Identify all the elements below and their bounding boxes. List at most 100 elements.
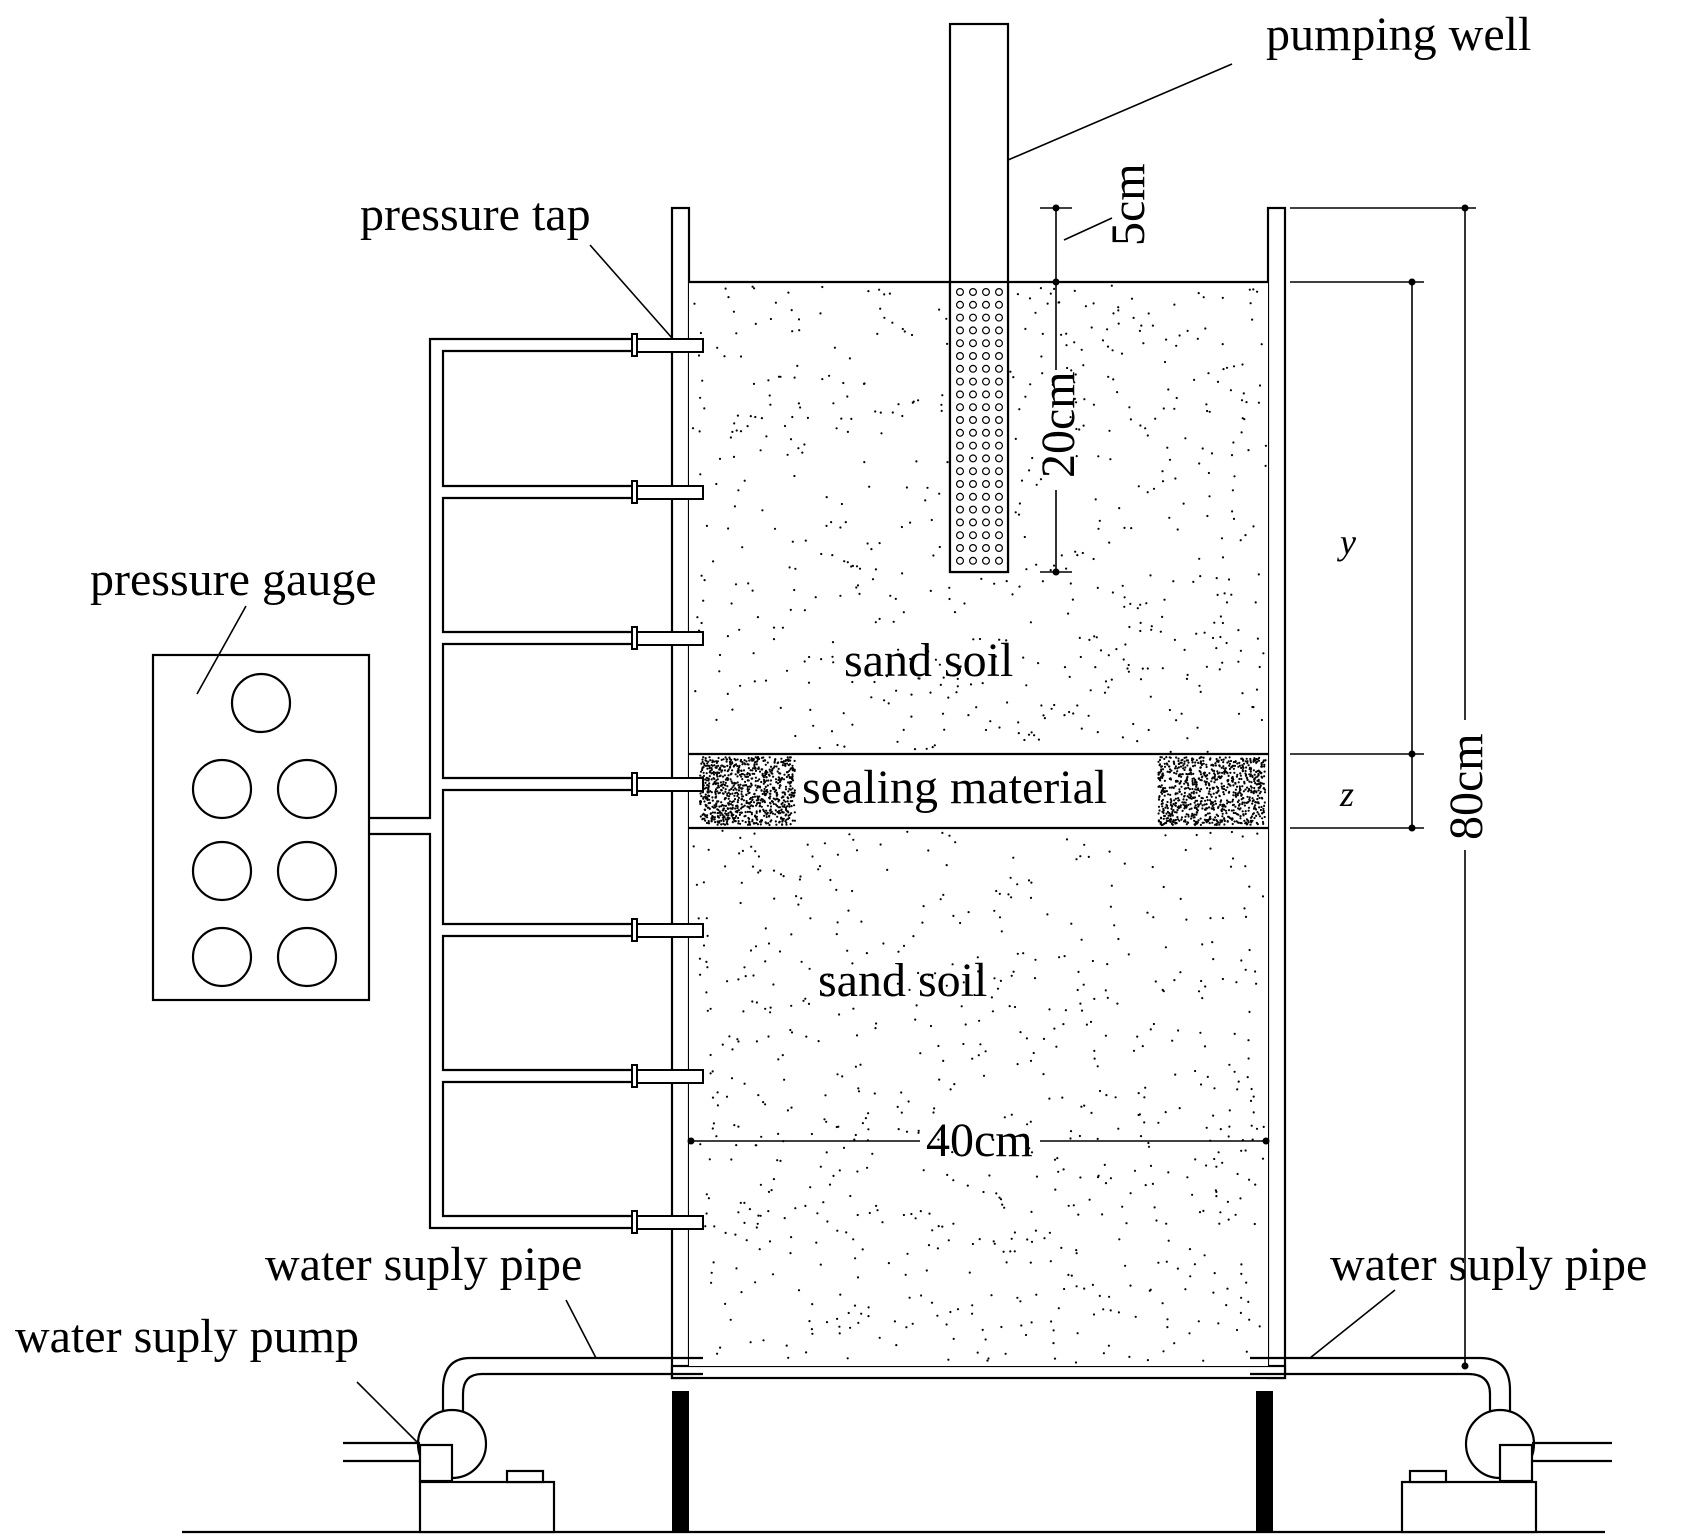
seal-dot bbox=[1244, 788, 1247, 791]
seal-dot bbox=[1177, 807, 1180, 810]
perforation-hole bbox=[994, 467, 1003, 476]
seal-dot bbox=[723, 816, 726, 819]
sand-dot bbox=[1117, 306, 1120, 309]
sand-dot bbox=[905, 486, 909, 489]
well-screen bbox=[948, 280, 1010, 574]
seal-dot bbox=[765, 776, 768, 779]
seal-dot bbox=[701, 813, 704, 817]
seal-dot bbox=[730, 788, 733, 791]
seal-dot bbox=[741, 763, 744, 766]
sand-dot bbox=[866, 542, 869, 545]
sand-dot bbox=[1203, 631, 1206, 634]
sand-dot bbox=[719, 1346, 722, 1349]
seal-dot bbox=[1250, 815, 1253, 818]
sand-dot bbox=[734, 1233, 737, 1236]
sand-dot bbox=[1091, 959, 1094, 963]
sand-dot bbox=[1240, 1296, 1243, 1299]
seal-dot bbox=[758, 810, 762, 813]
sand-dot bbox=[790, 309, 793, 312]
sand-dot bbox=[1199, 1083, 1203, 1086]
seal-dot bbox=[1163, 779, 1166, 783]
sand-dot bbox=[1249, 302, 1252, 305]
sand-dot bbox=[874, 568, 878, 571]
seal-dot bbox=[709, 812, 712, 816]
sand-dot bbox=[1088, 1198, 1091, 1201]
sand-dot bbox=[836, 1073, 839, 1076]
sand-dot bbox=[786, 1109, 790, 1112]
seal-dot bbox=[753, 795, 757, 798]
sand-dot bbox=[790, 1106, 793, 1109]
sand-dot bbox=[1241, 417, 1244, 420]
seal-dot bbox=[734, 773, 737, 776]
seal-dot bbox=[753, 763, 756, 766]
seal-dot bbox=[734, 820, 737, 823]
seal-dot bbox=[1160, 791, 1163, 794]
seal-dot bbox=[1183, 801, 1186, 804]
sand-dot bbox=[1173, 303, 1176, 306]
sand-dot bbox=[1165, 1222, 1168, 1225]
seal-dot bbox=[1249, 759, 1252, 762]
sand-dot bbox=[1069, 1137, 1072, 1140]
seal-dot bbox=[791, 773, 794, 776]
tap-fitting-5 bbox=[631, 918, 638, 942]
sand-dot bbox=[1092, 1313, 1096, 1316]
sand-dot bbox=[1030, 881, 1033, 884]
sand-dot bbox=[769, 403, 772, 406]
seal-dot bbox=[756, 779, 759, 782]
seal-dot bbox=[1246, 795, 1249, 798]
sand-dot bbox=[798, 878, 802, 881]
sand-dot bbox=[1144, 1184, 1147, 1187]
sand-dot bbox=[799, 406, 802, 409]
sand-dot bbox=[1250, 1124, 1253, 1127]
sand-dot bbox=[1069, 582, 1072, 585]
seal-dot bbox=[1222, 767, 1225, 770]
sand-dot bbox=[941, 712, 945, 715]
seal-dot bbox=[745, 760, 748, 763]
seal-dot bbox=[731, 762, 734, 765]
sand-dot bbox=[1221, 556, 1225, 559]
seal-dot bbox=[724, 804, 728, 808]
perforation-hole bbox=[955, 518, 964, 527]
seal-dot bbox=[784, 785, 788, 788]
seal-dot bbox=[1248, 789, 1251, 792]
seal-dot bbox=[1218, 795, 1221, 798]
sand-dot bbox=[1025, 568, 1028, 571]
seal-dot bbox=[722, 809, 725, 812]
sand-dot bbox=[1117, 1311, 1120, 1314]
sand-dot bbox=[1088, 638, 1091, 642]
seal-dot bbox=[1234, 812, 1237, 815]
seal-dot bbox=[1158, 771, 1161, 774]
sand-dot bbox=[1198, 1211, 1202, 1214]
sand-dot bbox=[1226, 1200, 1229, 1203]
seal-dot bbox=[1160, 770, 1163, 773]
seal-dot bbox=[1215, 785, 1218, 788]
sand-dot bbox=[945, 864, 948, 867]
sand-dot bbox=[1014, 437, 1017, 440]
seal-dot bbox=[734, 759, 737, 762]
sand-dot bbox=[797, 402, 801, 405]
sand-dot bbox=[1067, 1204, 1070, 1207]
seal-dot bbox=[776, 782, 780, 785]
seal-dot bbox=[1176, 818, 1180, 821]
seal-dot bbox=[724, 790, 727, 794]
seal-dot bbox=[748, 822, 751, 825]
seal-dot bbox=[1256, 794, 1260, 797]
seal-dot bbox=[760, 819, 763, 822]
seal-dot bbox=[781, 823, 784, 826]
seal-dot bbox=[1173, 811, 1177, 814]
sand-dot bbox=[752, 382, 756, 385]
seal-dot bbox=[1157, 819, 1161, 822]
sand-dot bbox=[1255, 982, 1258, 985]
seal-dot bbox=[1248, 773, 1251, 776]
sand-dot bbox=[1213, 621, 1216, 624]
seal-dot bbox=[791, 775, 794, 778]
sand-dot bbox=[833, 346, 837, 349]
seal-dot bbox=[765, 809, 768, 812]
sand-dot bbox=[726, 980, 729, 983]
sand-dot bbox=[1019, 1300, 1022, 1303]
sand-dot bbox=[853, 1304, 857, 1307]
seal-dot bbox=[1160, 768, 1163, 771]
sand-dot bbox=[1221, 1161, 1224, 1164]
sand-dot bbox=[838, 1013, 841, 1016]
sand-dot bbox=[927, 849, 930, 852]
